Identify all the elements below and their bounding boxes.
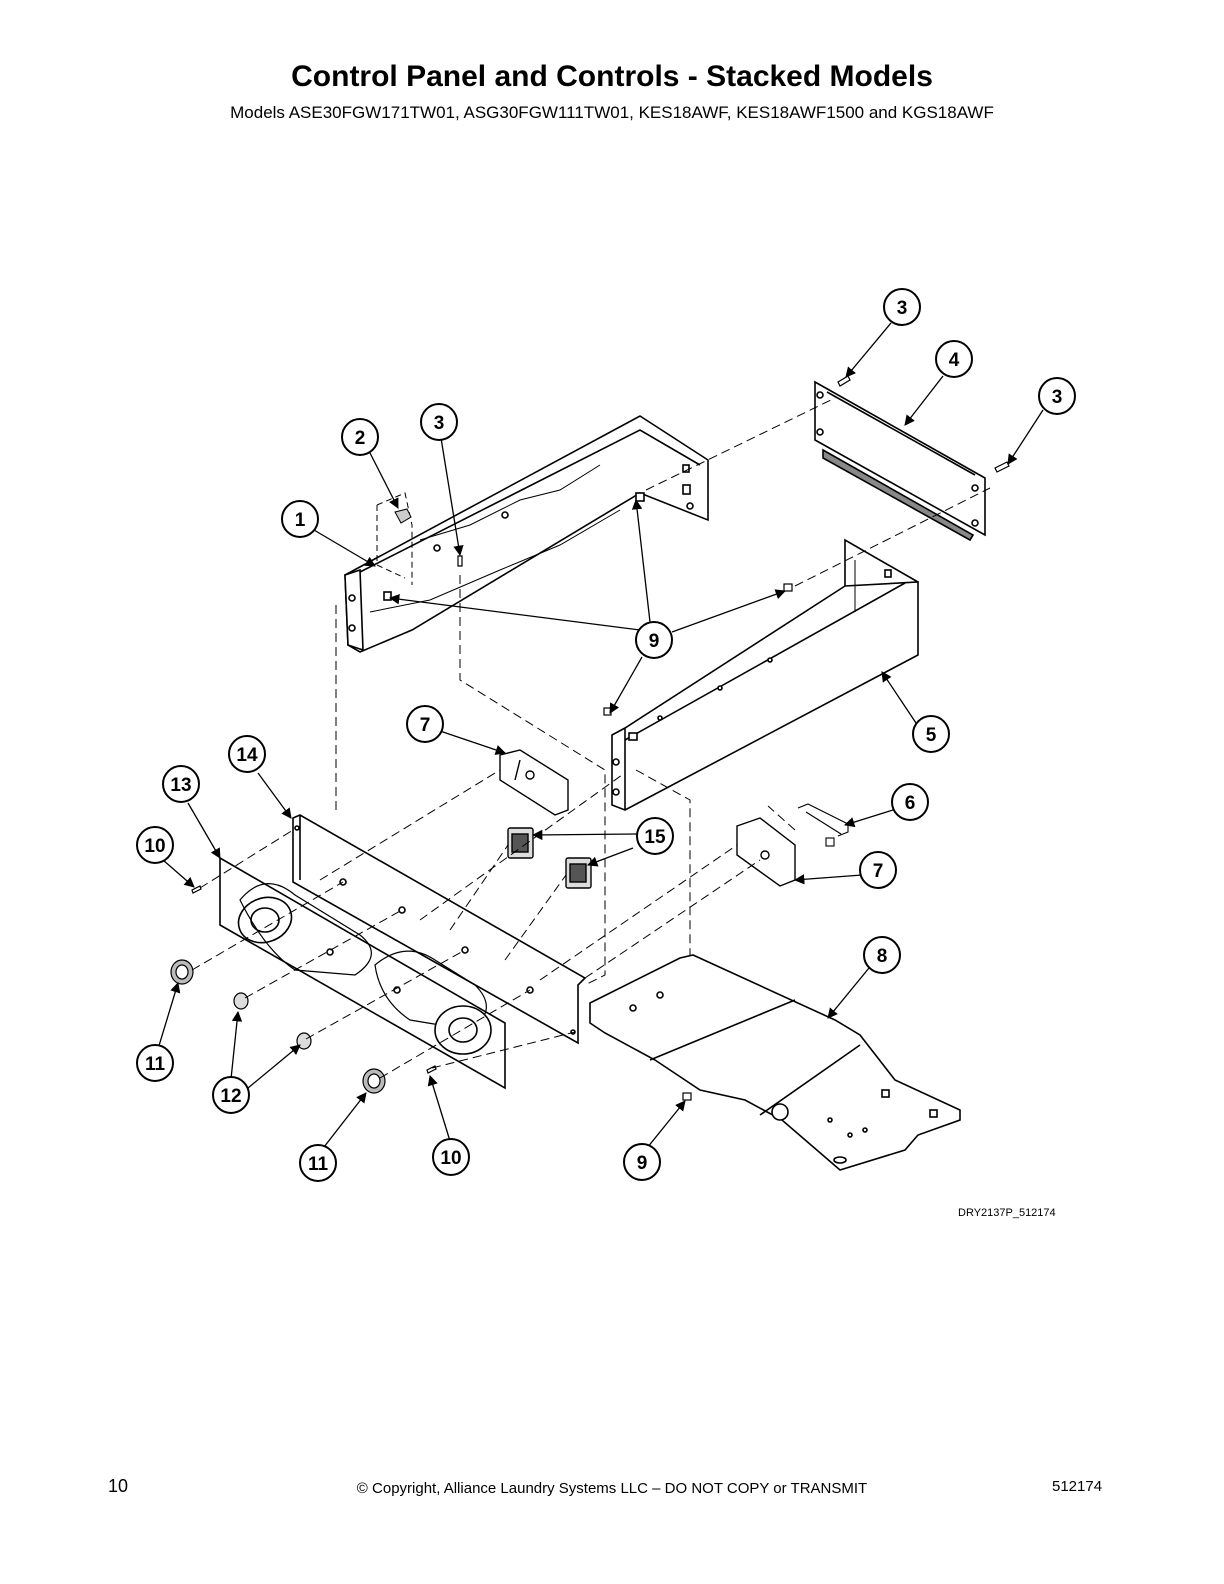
callout-3a: 3 (420, 403, 458, 441)
page-title: Control Panel and Controls - Stacked Mod… (291, 60, 933, 93)
callout-3b: 3 (883, 288, 921, 326)
leader-arrows (157, 322, 1044, 1149)
callout-5: 5 (912, 715, 950, 753)
page-number: 10 (108, 1476, 129, 1496)
drawing-id: DRY2137P_512174 (958, 1207, 1056, 1219)
callout-label: 6 (905, 793, 916, 814)
callout-11a: 11 (136, 1044, 174, 1082)
copyright-notice: © Copyright, Alliance Laundry Systems LL… (356, 1480, 868, 1497)
callout-label: 14 (236, 745, 258, 766)
callout-14: 14 (228, 735, 266, 773)
callout-12: 12 (212, 1076, 250, 1114)
callout-9b: 9 (623, 1143, 661, 1181)
callout-13: 13 (162, 765, 200, 803)
callout-label: 13 (170, 775, 191, 796)
assembly-dashed-lines (191, 397, 991, 1079)
callout-label: 7 (420, 715, 431, 736)
callout-4: 4 (935, 340, 973, 378)
callout-label: 11 (308, 1154, 329, 1175)
callout-label: 1 (295, 510, 306, 531)
callout-10a: 10 (136, 826, 174, 864)
callout-label: 10 (144, 836, 165, 857)
document-number: 512174 (1052, 1478, 1103, 1495)
callout-8: 8 (863, 936, 901, 974)
callout-label: 12 (220, 1086, 241, 1107)
front-console-panel-part (219, 856, 506, 1090)
switch-part-a (507, 827, 534, 859)
callout-label: 8 (877, 946, 888, 967)
callout-label: 11 (145, 1054, 166, 1075)
callout-label: 3 (1052, 387, 1063, 408)
callout-label: 5 (926, 725, 937, 746)
callout-label: 7 (873, 861, 884, 882)
callout-label: 3 (897, 298, 908, 319)
callout-11b: 11 (299, 1144, 337, 1182)
callout-2: 2 (341, 418, 379, 456)
control-bracket-part (344, 415, 709, 653)
callout-label: 2 (355, 428, 366, 449)
callout-1: 1 (281, 500, 319, 538)
callout-label: 3 (434, 413, 445, 434)
callout-label: 10 (440, 1148, 461, 1169)
callout-15: 15 (636, 817, 674, 855)
control-panel-rear-part (292, 814, 587, 1045)
rear-housing-part (611, 538, 919, 811)
callout-6: 6 (891, 783, 929, 821)
bottom-plate-part (589, 954, 961, 1171)
callout-10b: 10 (432, 1138, 470, 1176)
callout-3c: 3 (1038, 377, 1076, 415)
callout-label: 9 (637, 1153, 648, 1174)
timer-part-lower (736, 817, 796, 887)
panel-plate-part (814, 380, 986, 542)
callout-label: 4 (949, 350, 960, 371)
harness-part (797, 803, 849, 847)
timer-part-upper (499, 749, 569, 816)
callout-7b: 7 (859, 851, 897, 889)
callout-label: 9 (649, 631, 660, 652)
callout-label: 15 (644, 827, 666, 848)
page-subtitle: Models ASE30FGW171TW01, ASG30FGW111TW01,… (230, 103, 994, 122)
callout-9a: 9 (635, 621, 673, 659)
switch-part-b (565, 857, 592, 889)
callout-7a: 7 (406, 705, 444, 743)
